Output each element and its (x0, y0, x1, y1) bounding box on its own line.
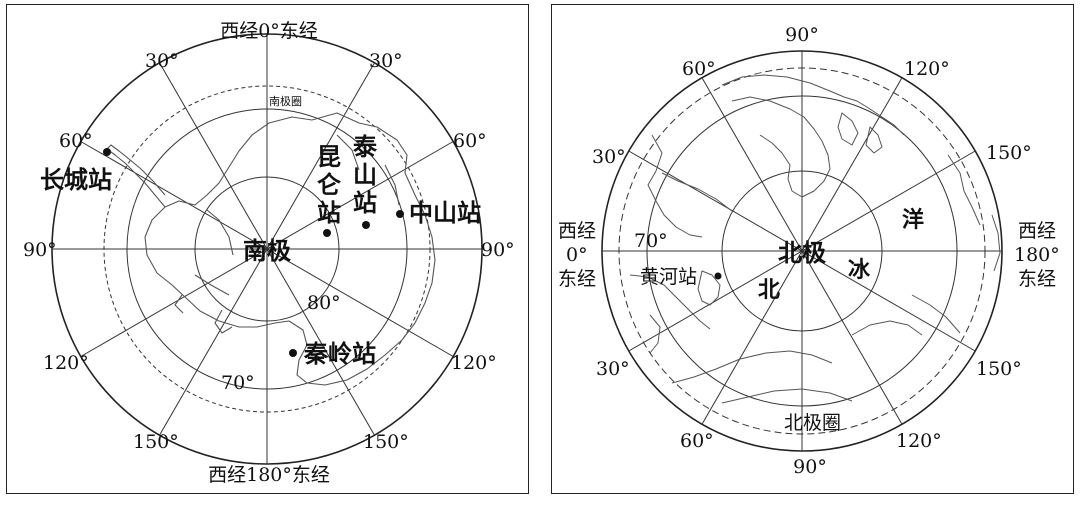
right-180-meridian-label: 西经 180° 东经 (1014, 220, 1066, 290)
zhongshan-station-dot (396, 210, 404, 218)
top-90-label: 90° (785, 24, 819, 46)
antarctic-map-panel: 南极圈 西经0°东经 西经180°东经 90° 90° 30° 30° 60° … (6, 4, 529, 494)
lon-lr120-label: 120° (896, 430, 942, 452)
arctic-coastlines (629, 74, 1001, 404)
lon-ul30-label: 30° (592, 146, 626, 168)
lat-70-label: 70° (221, 372, 255, 394)
ocean-char-yang: 洋 (902, 207, 924, 233)
huanghe-station-dot (714, 272, 722, 280)
lon-ll60-label: 60° (680, 430, 714, 452)
left-prime-meridian-label: 西经 0° 东经 (558, 220, 602, 290)
zhongshan-station-label: 中山站 (409, 198, 481, 227)
qinling-station-dot (289, 349, 297, 357)
left-90-label: 90° (23, 239, 57, 261)
kunlun-station-dot (323, 229, 331, 237)
lat-80-label: 80° (307, 292, 341, 314)
lon-ur120-label: 120° (904, 58, 950, 80)
lon-e120-label: 120° (451, 352, 497, 374)
kunlun-station-label: 昆 仑 站 (317, 142, 349, 227)
antarctic-circle-label: 南极圈 (269, 94, 302, 108)
antarctic-meridians (52, 34, 482, 464)
bottom-meridian-label: 西经180°东经 (208, 464, 330, 486)
lon-w60-label: 60° (59, 130, 93, 152)
lon-w120-label: 120° (43, 352, 89, 374)
ocean-char-bing: 冰 (848, 257, 871, 283)
changcheng-station-dot (103, 148, 111, 156)
arctic-map: 90° 90° 60° 120° 30° 150° 30° 150° 60° 1… (558, 24, 1066, 478)
lon-ul60-label: 60° (682, 58, 716, 80)
changcheng-station-label: 长城站 (40, 165, 112, 194)
lon-w150-label: 150° (133, 431, 179, 453)
lon-e60-label: 60° (453, 130, 487, 152)
lon-ur150-label: 150° (986, 142, 1032, 164)
huanghe-station-label: 黄河站 (640, 266, 697, 288)
lon-e150-label: 150° (363, 431, 409, 453)
antarctic-map: 南极圈 西经0°东经 西经180°东经 90° 90° 30° 30° 60° … (23, 20, 515, 486)
south-pole-label: 南极 (243, 236, 291, 265)
lon-ll30-label: 30° (596, 358, 630, 380)
arctic-map-panel: 90° 90° 60° 120° 30° 150° 30° 150° 60° 1… (551, 4, 1074, 494)
right-90-label: 90° (481, 239, 515, 261)
qinling-station-label: 秦岭站 (303, 339, 376, 368)
lon-e30-label: 30° (369, 50, 403, 72)
top-meridian-label: 西经0°东经 (220, 20, 318, 42)
arctic-circle-label: 北极圈 (784, 412, 841, 434)
lon-lr150-label: 150° (976, 358, 1022, 380)
taishan-station-dot (362, 221, 370, 229)
north-pole-label: 北极 (778, 238, 826, 267)
ocean-char-bei: 北 (758, 277, 780, 303)
lon-w30-label: 30° (145, 50, 179, 72)
bottom-90-label: 90° (793, 456, 827, 478)
taishan-station-label: 泰 山 站 (353, 132, 385, 217)
lat-70-label: 70° (634, 230, 668, 252)
